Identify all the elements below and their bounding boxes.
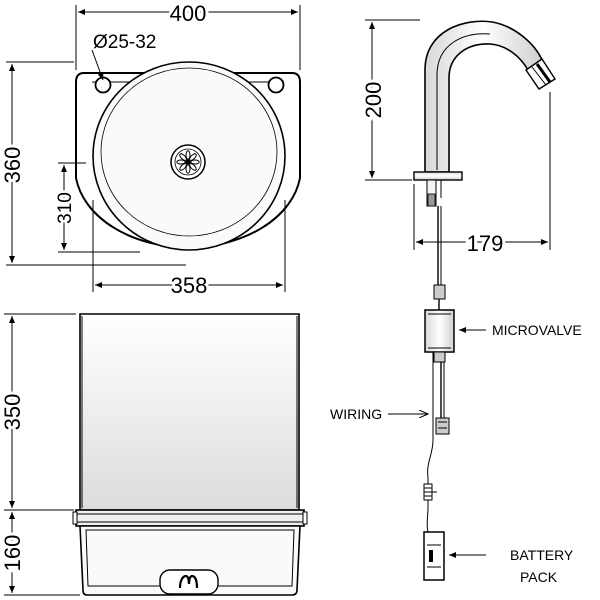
label-battery-line1: BATTERY xyxy=(510,547,574,563)
drain-petal xyxy=(185,164,191,174)
drain-petal xyxy=(179,153,187,161)
drain-petal xyxy=(176,159,186,165)
basin-rim-band xyxy=(75,509,305,527)
dim-bowl-depth: 310 xyxy=(55,192,76,224)
hose-connector-lower xyxy=(435,417,450,435)
battery-pack xyxy=(423,531,445,581)
label-microvalve: MICROVALVE xyxy=(492,322,582,338)
control-assembly: MICROVALVE WIRING BATTERY PAC xyxy=(330,206,582,585)
label-wiring: WIRING xyxy=(330,406,382,422)
dim-bowl-width: 358 xyxy=(171,273,208,298)
tap-outlet xyxy=(525,58,556,90)
tap-hole-right xyxy=(267,76,285,94)
wiring-plug xyxy=(423,483,437,508)
drain-petal xyxy=(179,163,187,171)
label-battery-line2: PACK xyxy=(520,569,558,585)
tap-base-flange xyxy=(413,171,463,181)
basin-plan-view: 400 Ø25-32 360 310 358 xyxy=(0,0,301,301)
drain-petal xyxy=(190,159,200,165)
hose-connector-upper xyxy=(433,284,446,300)
dim-trap-cover-height: 160 xyxy=(0,535,25,572)
drain-petal xyxy=(185,150,191,160)
dim-basin-width: 400 xyxy=(170,1,207,26)
tap-spout-highlight xyxy=(436,33,491,170)
trap-cover xyxy=(79,525,301,596)
basin-front-view: 350 160 xyxy=(0,313,308,596)
cabinet-body xyxy=(79,313,300,511)
tap-side-view: 200 179 xyxy=(358,19,556,259)
dim-tap-reach: 179 xyxy=(467,231,504,256)
microvalve xyxy=(424,309,455,363)
brand-logo xyxy=(159,569,219,595)
dim-tap-height: 200 xyxy=(361,82,386,119)
tap-spout xyxy=(424,20,543,173)
dim-basin-height: 360 xyxy=(0,147,25,184)
wiring-cable xyxy=(427,352,434,486)
drain-petal xyxy=(189,163,197,171)
basin-bowl-inner-edge xyxy=(100,67,278,237)
dim-cabinet-height: 350 xyxy=(0,394,25,431)
dim-tap-hole: Ø25-32 xyxy=(93,32,156,53)
drain-petal xyxy=(189,153,197,161)
waste-drain xyxy=(170,144,206,180)
